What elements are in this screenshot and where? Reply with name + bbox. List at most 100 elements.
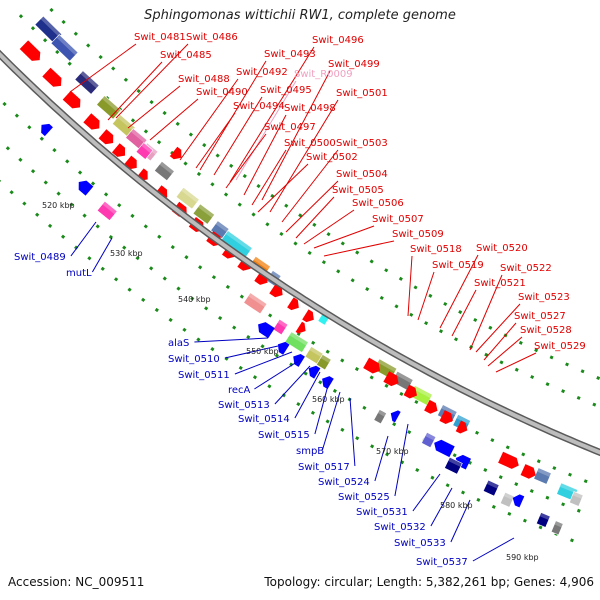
gene-block[interactable] bbox=[153, 160, 175, 182]
gene-label-lower[interactable]: Swit_0533 bbox=[394, 538, 446, 549]
gene-label-lower[interactable]: Swit_0531 bbox=[356, 507, 408, 518]
gene-label-lower[interactable]: Swit_0517 bbox=[298, 462, 350, 473]
gene-label-upper[interactable]: Swit_0492 bbox=[236, 67, 288, 78]
gene-label-lower[interactable]: Swit_0515 bbox=[258, 430, 310, 441]
gene-arrow-forward[interactable] bbox=[111, 143, 129, 160]
gene-label-lower[interactable]: Swit_0525 bbox=[338, 492, 390, 503]
label-leader-upper bbox=[303, 209, 355, 245]
gene-label-upper[interactable]: Swit_0497 bbox=[264, 122, 316, 133]
gene-arrow-forward[interactable] bbox=[424, 399, 440, 416]
gene-label-lower[interactable]: Swit_0489 bbox=[14, 252, 66, 263]
gene-arrow-reverse[interactable] bbox=[306, 363, 321, 379]
gene-block[interactable] bbox=[50, 34, 79, 62]
gene-label-lower[interactable]: mutL bbox=[66, 268, 92, 279]
gene-arrow-forward[interactable] bbox=[363, 357, 383, 376]
gene-label-lower[interactable]: Swit_0513 bbox=[218, 400, 270, 411]
gene-block[interactable] bbox=[569, 491, 584, 507]
gene-block[interactable] bbox=[111, 114, 136, 138]
gene-label-lower[interactable]: Swit_0537 bbox=[416, 557, 468, 568]
gene-arrow-forward[interactable] bbox=[19, 40, 44, 64]
gene-block[interactable] bbox=[272, 318, 289, 336]
gene-block[interactable] bbox=[550, 520, 564, 536]
gene-block[interactable] bbox=[125, 128, 148, 150]
gene-label-lower[interactable]: Swit_0532 bbox=[374, 522, 426, 533]
gene-arrow-forward[interactable] bbox=[98, 129, 117, 147]
gene-label-upper[interactable]: Swit_0527 bbox=[514, 311, 566, 322]
gene-arrow-reverse[interactable] bbox=[255, 319, 275, 339]
gene-arrow-forward[interactable] bbox=[42, 67, 65, 90]
gene-block[interactable] bbox=[373, 409, 387, 425]
gene-label-upper[interactable]: Swit_0499 bbox=[328, 59, 380, 70]
gene-arrow-forward[interactable] bbox=[403, 384, 420, 401]
gene-label-upper[interactable]: Swit_0507 bbox=[372, 214, 424, 225]
gene-arrow-reverse[interactable] bbox=[75, 177, 94, 196]
gene-label-upper[interactable]: Swit_0504 bbox=[336, 169, 388, 180]
gene-arrow-reverse[interactable] bbox=[319, 374, 334, 390]
gene-label-upper[interactable]: Swit_0523 bbox=[518, 292, 570, 303]
gene-arrow-forward[interactable] bbox=[295, 321, 309, 336]
gene-label-upper[interactable]: Swit_0481 bbox=[134, 32, 186, 43]
gene-arrow-reverse[interactable] bbox=[275, 339, 290, 355]
gene-label-upper[interactable]: Swit_0519 bbox=[432, 260, 484, 271]
gene-label-upper[interactable]: Swit_0509 bbox=[392, 229, 444, 240]
gene-label-upper[interactable]: Swit_0521 bbox=[474, 278, 526, 289]
gene-arrow-forward[interactable] bbox=[83, 113, 103, 133]
gene-arrow-forward[interactable] bbox=[302, 309, 317, 324]
gene-label-upper[interactable]: Swit_0500 bbox=[284, 138, 336, 149]
gene-label-lower[interactable]: Swit_0524 bbox=[318, 477, 370, 488]
gene-label-upper[interactable]: Swit_0495 bbox=[260, 85, 312, 96]
gene-label-upper[interactable]: Swit_0494 bbox=[233, 101, 285, 112]
gene-arrow-forward[interactable] bbox=[455, 420, 470, 436]
gene-arrow-reverse[interactable] bbox=[510, 492, 525, 508]
gene-label-lower[interactable]: Swit_0510 bbox=[168, 354, 220, 365]
gene-label-upper[interactable]: Swit_0529 bbox=[534, 341, 586, 352]
gene-arrow-reverse[interactable] bbox=[388, 408, 401, 423]
gene-label-upper[interactable]: Swit_0488 bbox=[178, 74, 230, 85]
gene-label-upper[interactable]: Swit_0485 bbox=[160, 50, 212, 61]
gene-arrow-forward[interactable] bbox=[498, 451, 521, 471]
gene-arrow-forward[interactable] bbox=[439, 410, 455, 426]
gene-label-upper[interactable]: Swit_R0009 bbox=[294, 69, 353, 80]
gene-label-upper[interactable]: Swit_0493 bbox=[264, 49, 316, 60]
gene-label-lower[interactable]: Swit_0511 bbox=[178, 370, 230, 381]
gene-label-upper[interactable]: Swit_0506 bbox=[352, 198, 404, 209]
gene-block[interactable] bbox=[482, 479, 500, 497]
gene-block[interactable] bbox=[316, 354, 332, 371]
gene-arrow-forward[interactable] bbox=[287, 297, 302, 313]
gene-block[interactable] bbox=[74, 70, 100, 95]
gene-label-lower[interactable]: smpB bbox=[296, 446, 324, 457]
gene-label-upper[interactable]: Swit_0486 bbox=[186, 32, 238, 43]
gene-arrow-forward[interactable] bbox=[520, 464, 539, 481]
gene-block[interactable] bbox=[421, 431, 437, 449]
gene-block[interactable] bbox=[499, 491, 515, 508]
gene-label-upper[interactable]: Swit_0501 bbox=[336, 88, 388, 99]
gene-block[interactable] bbox=[535, 512, 551, 528]
gene-label-lower[interactable]: recA bbox=[228, 385, 251, 396]
gene-label-lower[interactable]: Swit_0514 bbox=[238, 414, 290, 425]
gene-label-upper[interactable]: Swit_0503 bbox=[336, 138, 388, 149]
gene-block[interactable] bbox=[444, 456, 463, 475]
gene-label-lower[interactable]: alaS bbox=[168, 338, 189, 349]
gene-block[interactable] bbox=[175, 186, 200, 210]
gene-label-upper[interactable]: Swit_0528 bbox=[520, 325, 572, 336]
gene-block[interactable] bbox=[135, 142, 154, 160]
gene-block[interactable] bbox=[284, 331, 309, 353]
gene-arrow-reverse[interactable] bbox=[431, 437, 455, 458]
gene-block[interactable] bbox=[243, 292, 268, 315]
gene-block[interactable] bbox=[192, 203, 216, 225]
gene-block[interactable] bbox=[96, 200, 118, 222]
gene-label-upper[interactable]: Swit_0490 bbox=[196, 87, 248, 98]
gene-label-upper[interactable]: Swit_0520 bbox=[476, 243, 528, 254]
gene-arrow-forward[interactable] bbox=[169, 146, 185, 163]
gene-label-upper[interactable]: Swit_0498 bbox=[284, 103, 336, 114]
gene-label-upper[interactable]: Swit_0502 bbox=[306, 152, 358, 163]
gene-block[interactable] bbox=[96, 95, 122, 120]
gene-label-upper[interactable]: Swit_0522 bbox=[500, 263, 552, 274]
gene-arrow-reverse[interactable] bbox=[37, 120, 53, 137]
gene-arrow-forward[interactable] bbox=[383, 371, 401, 388]
gene-label-upper[interactable]: Swit_0518 bbox=[410, 244, 462, 255]
gene-label-upper[interactable]: Swit_0505 bbox=[332, 185, 384, 196]
gene-label-upper[interactable]: Swit_0496 bbox=[312, 35, 364, 46]
gene-arrow-forward[interactable] bbox=[62, 90, 84, 112]
gene-block[interactable] bbox=[533, 467, 552, 485]
